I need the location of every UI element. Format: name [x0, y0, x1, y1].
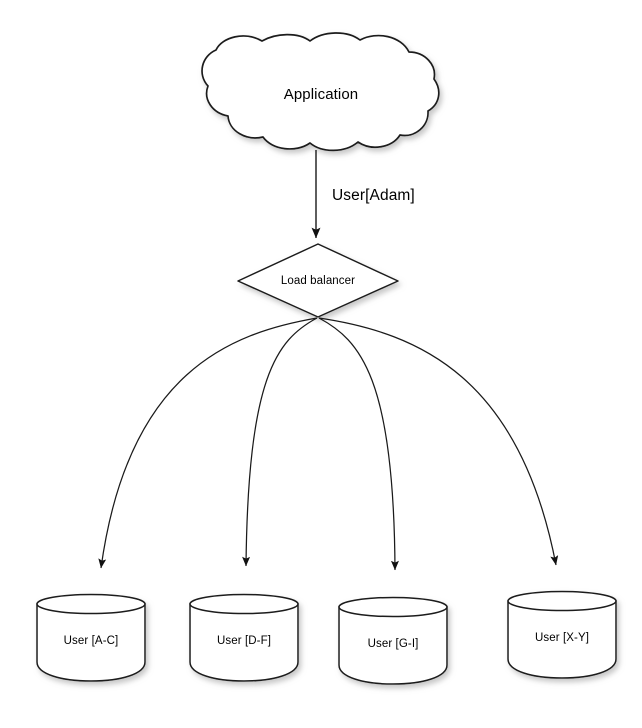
application-cloud-shape[interactable]	[201, 32, 440, 152]
db-x-y-shape[interactable]	[507, 590, 617, 679]
edge-balancer-to-db-g-i	[318, 317, 399, 571]
db-g-i-shape[interactable]	[338, 596, 448, 685]
edge-balancer-to-db-x-y	[318, 317, 559, 566]
load-balancer-shape[interactable]	[237, 243, 399, 318]
db-a-c-shape[interactable]	[36, 593, 146, 682]
edge-balancer-to-db-a-c	[98, 317, 318, 569]
db-d-f-shape[interactable]	[189, 593, 299, 682]
edge-balancer-to-db-d-f	[242, 317, 318, 567]
